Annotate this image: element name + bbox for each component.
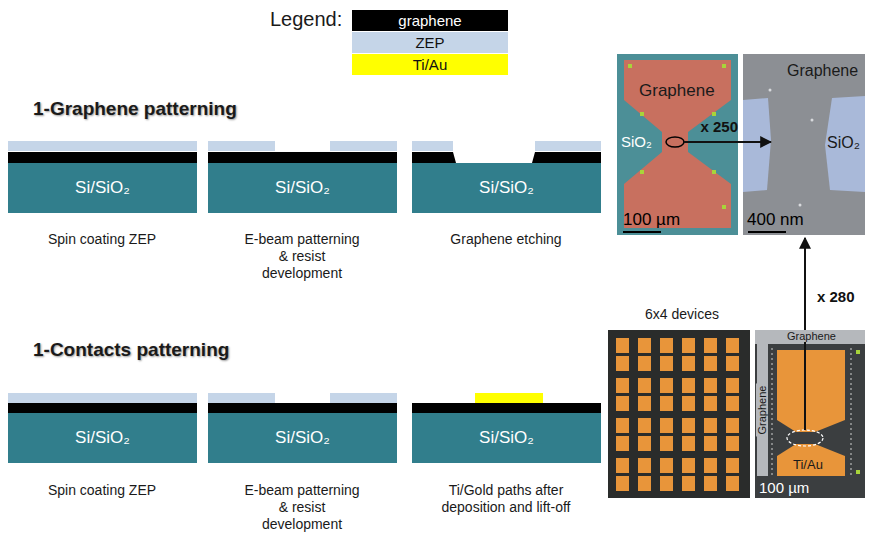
substrate-box: Si/SiO₂ xyxy=(8,413,197,463)
step-caption: Spin coating ZEP xyxy=(12,231,192,248)
speck xyxy=(811,119,814,122)
graphene-layer xyxy=(208,152,397,163)
zoom-ellipse xyxy=(666,137,684,147)
sem-image xyxy=(743,54,865,235)
substrate-box: Si/SiO₂ xyxy=(208,413,397,463)
substrate-label: Si/SiO₂ xyxy=(275,178,330,198)
device-array-photo: 6x4 devices xyxy=(608,330,750,498)
substrate-box: Si/SiO₂ xyxy=(412,163,601,213)
alignment-mark xyxy=(628,64,632,68)
speck xyxy=(799,204,802,207)
zep-layer xyxy=(535,141,601,151)
step-caption: E-beam patterning & resist development xyxy=(240,231,364,282)
step-caption: Ti/Gold paths after deposition and lift-… xyxy=(431,482,581,516)
sio2-region xyxy=(743,98,771,192)
substrate-label: Si/SiO₂ xyxy=(75,428,130,448)
dotted-outline xyxy=(851,348,852,478)
region-label: Graphene xyxy=(639,82,715,101)
step-caption: Spin coating ZEP xyxy=(12,482,192,499)
region-label: Graphene xyxy=(756,384,768,437)
graphene-layer xyxy=(208,403,397,413)
zep-layer xyxy=(330,393,397,403)
legend-swatch: Ti/Au xyxy=(352,54,508,75)
magnification-label: x 250 xyxy=(701,118,739,135)
region-label: Graphene xyxy=(787,62,858,80)
graphene-layer xyxy=(8,403,197,413)
scale-label: 100 µm xyxy=(623,211,680,230)
substrate-label: Si/SiO₂ xyxy=(275,428,330,448)
zoom-ellipse xyxy=(787,430,823,446)
device-image xyxy=(755,330,865,498)
graphene-strip xyxy=(755,330,865,344)
scale-label: 400 nm xyxy=(747,211,804,230)
device-array-image xyxy=(608,330,750,498)
step-caption: E-beam patterning & resist development xyxy=(240,482,364,533)
legend-text: graphene xyxy=(398,12,461,29)
legend-swatch: graphene xyxy=(352,10,508,31)
section-heading: 1-Graphene patterning xyxy=(33,98,237,121)
zep-layer xyxy=(208,393,275,403)
ti-au-contact xyxy=(475,393,543,403)
scale-bar xyxy=(748,231,786,233)
substrate-box: Si/SiO₂ xyxy=(412,413,601,463)
region-label: Graphene xyxy=(785,330,838,342)
sem-micrograph: GrapheneSiO₂ 400 nm xyxy=(743,54,865,235)
substrate-label: Si/SiO₂ xyxy=(479,178,534,198)
graphene-layer xyxy=(412,152,456,163)
sio2-region xyxy=(825,96,865,192)
graphene-layer xyxy=(412,403,601,413)
zep-layer xyxy=(8,393,197,403)
section-heading: 1-Contacts patterning xyxy=(33,339,229,362)
alignment-mark xyxy=(712,170,716,174)
step-caption: Graphene etching xyxy=(416,231,596,248)
dotted-outline xyxy=(772,348,773,478)
zep-layer xyxy=(330,141,397,151)
legend-text: ZEP xyxy=(415,34,444,51)
optical-image xyxy=(617,54,738,235)
scale-bar xyxy=(623,231,661,233)
legend: grapheneZEP Ti/Au xyxy=(352,10,508,76)
alignment-mark xyxy=(856,350,860,354)
alignment-mark xyxy=(722,64,726,68)
substrate-box: Si/SiO₂ xyxy=(208,163,397,213)
alignment-mark xyxy=(722,205,726,209)
zep-layer xyxy=(208,141,275,151)
legend-text: Ti/Au xyxy=(413,56,447,73)
substrate-box: Si/SiO₂ xyxy=(8,163,197,213)
legend-swatch: ZEP xyxy=(352,32,508,53)
region-label: SiO₂ xyxy=(827,134,860,152)
ti-au-pad xyxy=(777,444,845,476)
zep-layer xyxy=(412,141,453,151)
device-photo: GrapheneGrapheneTi/Au100 µm xyxy=(755,330,865,498)
graphene-layer xyxy=(532,152,601,163)
alignment-mark xyxy=(640,112,644,116)
photo-heading: 6x4 devices xyxy=(645,307,719,322)
zep-layer xyxy=(8,141,197,151)
alignment-mark xyxy=(856,470,860,474)
scale-label: 100 µm xyxy=(759,480,809,497)
magnification-label: x 280 xyxy=(817,288,855,305)
speck xyxy=(769,89,772,92)
optical-micrograph: GrapheneSiO₂ 100 µm xyxy=(617,54,738,235)
region-label: Ti/Au xyxy=(793,458,823,472)
ti-au-pad xyxy=(777,350,845,432)
substrate-label: Si/SiO₂ xyxy=(479,428,534,448)
alignment-mark xyxy=(640,170,644,174)
graphene-layer xyxy=(8,152,197,163)
zoom-arrow xyxy=(684,141,771,143)
device-grid xyxy=(616,338,748,498)
alignment-mark xyxy=(712,112,716,116)
region-label: SiO₂ xyxy=(621,134,652,151)
substrate-label: Si/SiO₂ xyxy=(75,178,130,198)
legend-heading: Legend: xyxy=(270,7,342,31)
